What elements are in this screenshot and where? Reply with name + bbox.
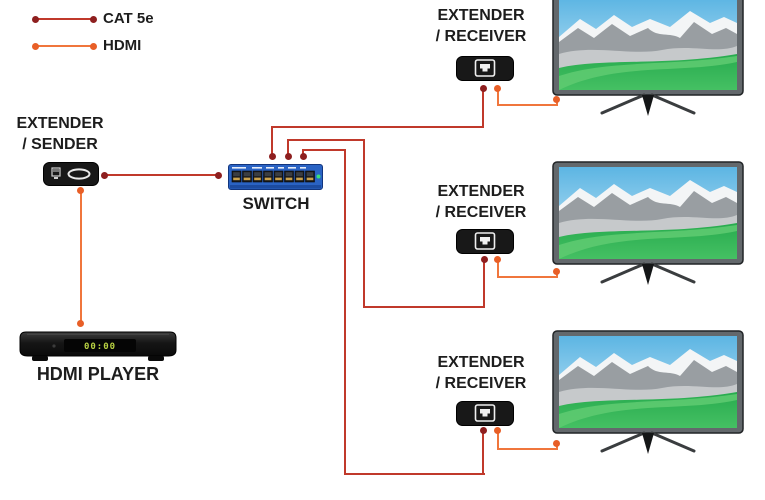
wire-segment xyxy=(287,139,365,141)
extender-receiver-1-title: EXTENDER / RECEIVER xyxy=(401,5,561,47)
wire-segment xyxy=(483,261,485,307)
receiver-title-line2: / RECEIVER xyxy=(435,28,527,45)
player-foot xyxy=(32,356,48,361)
receiver-title-line1: EXTENDER xyxy=(437,7,525,24)
wire-endpoint-dot xyxy=(300,153,307,160)
legend-label-hdmi: HDMI xyxy=(103,37,142,54)
wire-segment xyxy=(497,104,558,106)
hdmi-player-device: 00:00 xyxy=(19,331,177,361)
cat5e-swatch-dot xyxy=(90,16,97,23)
extender-receiver-2-title: EXTENDER / RECEIVER xyxy=(401,181,561,223)
tv-screen-image xyxy=(559,167,737,259)
switch-label: SWITCH xyxy=(242,194,310,213)
extender-sender-title: EXTENDER / SENDER xyxy=(0,113,120,155)
tv-stand xyxy=(600,262,696,285)
player-display-panel xyxy=(64,339,136,352)
wire-segment xyxy=(344,150,346,474)
cat5e-swatch-dot xyxy=(32,16,39,23)
extender-sender-title-line1: EXTENDER xyxy=(16,115,104,132)
tv-monitor-2 xyxy=(552,161,744,285)
hdmi-legend-swatch xyxy=(35,45,93,47)
wire-segment xyxy=(271,126,484,128)
wire-endpoint-dot xyxy=(553,96,560,103)
tv-monitor-1 xyxy=(552,0,744,116)
hdmi-port-icon xyxy=(67,168,91,180)
wire-segment xyxy=(497,432,499,449)
wire-segment xyxy=(344,473,485,475)
wire-segment xyxy=(363,306,485,308)
wire-segment xyxy=(363,139,365,306)
switch-device xyxy=(228,164,323,190)
ethernet-ports xyxy=(231,170,315,183)
wire-endpoint-dot xyxy=(77,320,84,327)
wire-endpoint-dot xyxy=(269,153,276,160)
cat5e-legend-swatch xyxy=(35,18,93,20)
extender-sender-device xyxy=(43,162,99,186)
hdmi-swatch-dot xyxy=(32,43,39,50)
receiver-title-line1: EXTENDER xyxy=(437,183,525,200)
wire-segment xyxy=(497,90,499,106)
receiver-title-line1: EXTENDER xyxy=(437,354,525,371)
extender-sender-title-line2: / SENDER xyxy=(22,136,98,153)
switch-port-labels xyxy=(232,167,306,169)
tv-stand xyxy=(600,93,696,116)
wire-endpoint-dot xyxy=(77,187,84,194)
wire-segment xyxy=(482,90,484,128)
power-led xyxy=(316,174,321,179)
hdmi-player-label: HDMI PLAYER xyxy=(36,364,160,384)
wire-endpoint-dot xyxy=(285,153,292,160)
receiver-title-line2: / RECEIVER xyxy=(435,204,527,221)
wire-segment xyxy=(287,141,289,155)
wire-segment xyxy=(80,191,82,322)
wire-segment xyxy=(497,448,558,450)
rj45-port-icon xyxy=(51,167,61,179)
ir-sensor xyxy=(52,344,56,348)
tv-screen-image xyxy=(559,336,737,428)
player-foot xyxy=(148,356,164,361)
tv-screen-image xyxy=(559,0,737,90)
wire-endpoint-dot xyxy=(215,172,222,179)
wire-endpoint-dot xyxy=(101,172,108,179)
wire-segment xyxy=(497,261,499,277)
wire-endpoint-dot xyxy=(494,427,501,434)
player-display: 00:00 xyxy=(84,342,116,352)
legend-label-cat5e: CAT 5e xyxy=(103,10,154,27)
wire-segment xyxy=(104,174,220,176)
extender-receiver-3-title: EXTENDER / RECEIVER xyxy=(401,352,561,394)
wire-segment xyxy=(482,432,484,475)
wire-segment xyxy=(302,149,346,151)
wire-endpoint-dot xyxy=(480,85,487,92)
extender-receiver-2-device xyxy=(456,229,514,254)
rj45-port-icon xyxy=(474,232,496,250)
wire-segment xyxy=(271,128,273,155)
extender-receiver-3-device xyxy=(456,401,514,426)
wire-endpoint-dot xyxy=(553,440,560,447)
hdmi-swatch-dot xyxy=(90,43,97,50)
tv-stand xyxy=(600,431,696,454)
wire-segment xyxy=(497,276,558,278)
rj45-port-icon xyxy=(474,59,496,77)
wire-endpoint-dot xyxy=(553,268,560,275)
wire-endpoint-dot xyxy=(480,427,487,434)
wire-endpoint-dot xyxy=(481,256,488,263)
receiver-title-line2: / RECEIVER xyxy=(435,375,527,392)
wire-endpoint-dot xyxy=(494,85,501,92)
extender-receiver-1-device xyxy=(456,56,514,81)
wire-endpoint-dot xyxy=(494,256,501,263)
rj45-port-icon xyxy=(474,404,496,422)
tv-monitor-3 xyxy=(552,330,744,454)
